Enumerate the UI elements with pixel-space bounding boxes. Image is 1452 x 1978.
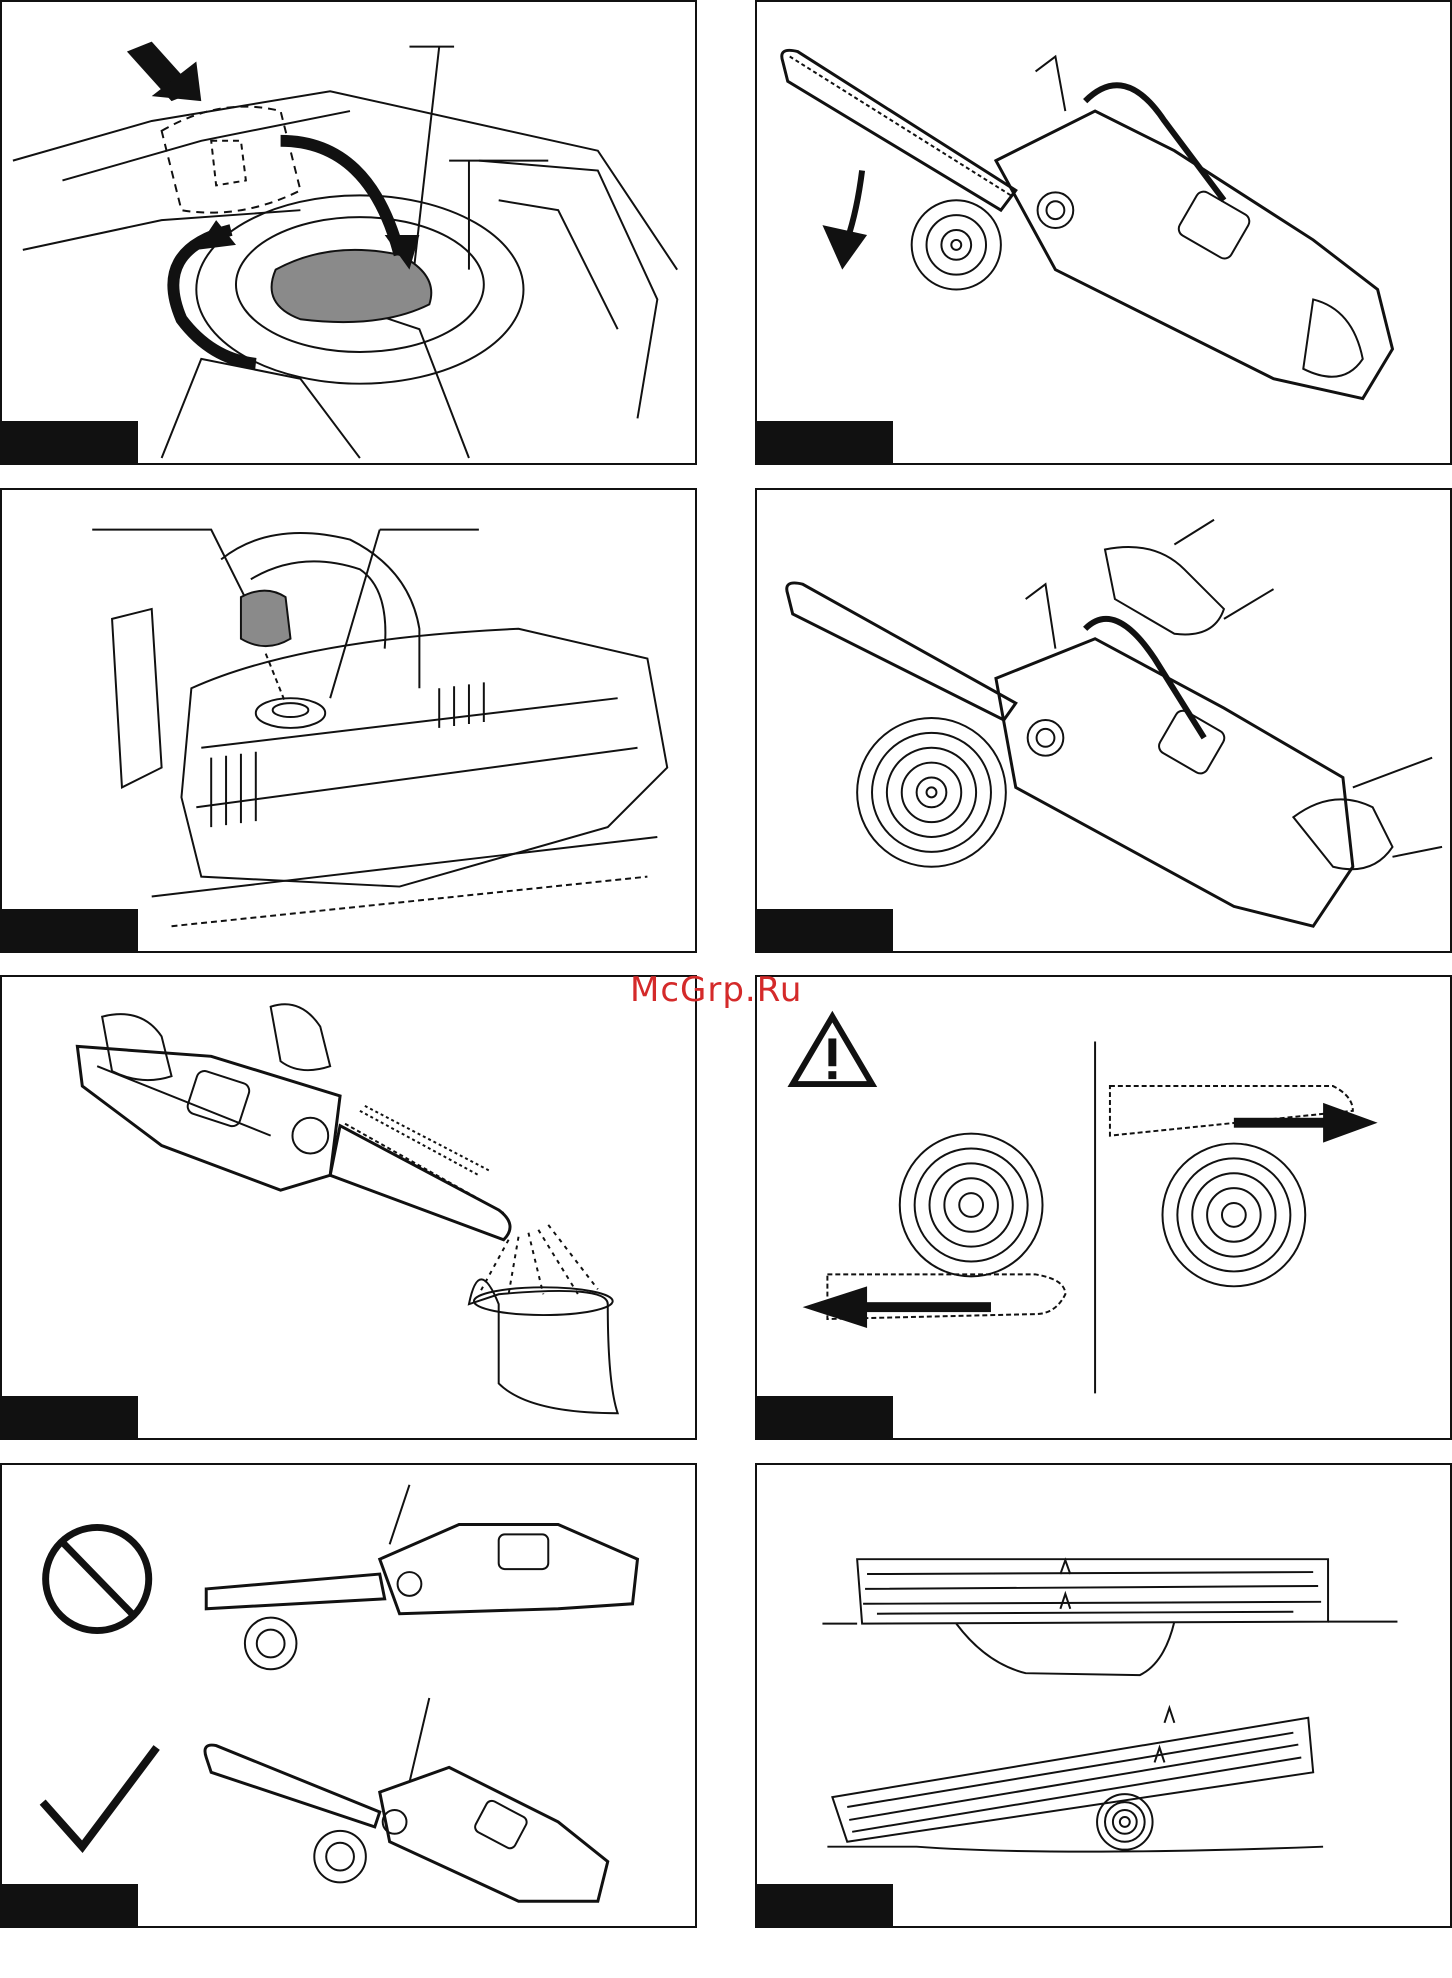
oil-cap-removed-illustration	[2, 490, 695, 951]
watermark-text: McGrp.Ru	[630, 970, 802, 1010]
prohibited-icon	[46, 1527, 149, 1630]
chainsaw-oil-spray-illustration	[2, 977, 695, 1438]
figure-label-tab-1	[2, 421, 138, 463]
log-support-cut-illustration	[757, 1465, 1450, 1926]
figure-label-tab-7	[2, 1884, 138, 1926]
figure-panel-4	[755, 488, 1452, 953]
warning-pull-push-cut-illustration	[757, 977, 1450, 1438]
figure-label-tab-4	[757, 909, 893, 951]
figure-panel-8	[755, 1463, 1452, 1928]
figure-panel-3	[0, 488, 697, 953]
figure-label-tab-5	[2, 1396, 138, 1438]
prohibited-correct-position-illustration	[2, 1465, 695, 1926]
figure-label-tab-3	[2, 909, 138, 951]
oil-cap-rotate-illustration	[2, 2, 695, 463]
figure-label-tab-2	[757, 421, 893, 463]
chainsaw-hands-on-log-illustration	[757, 490, 1450, 951]
figure-panel-1	[0, 0, 697, 465]
checkmark-icon	[43, 1748, 157, 1847]
chainsaw-tilted-down-illustration	[757, 2, 1450, 463]
figure-panel-2	[755, 0, 1452, 465]
figure-label-tab-6	[757, 1396, 893, 1438]
figure-panel-7	[0, 1463, 697, 1928]
figure-panel-5	[0, 975, 697, 1440]
figure-label-tab-8	[757, 1884, 893, 1926]
figure-panel-6	[755, 975, 1452, 1440]
warning-icon	[793, 1017, 872, 1084]
